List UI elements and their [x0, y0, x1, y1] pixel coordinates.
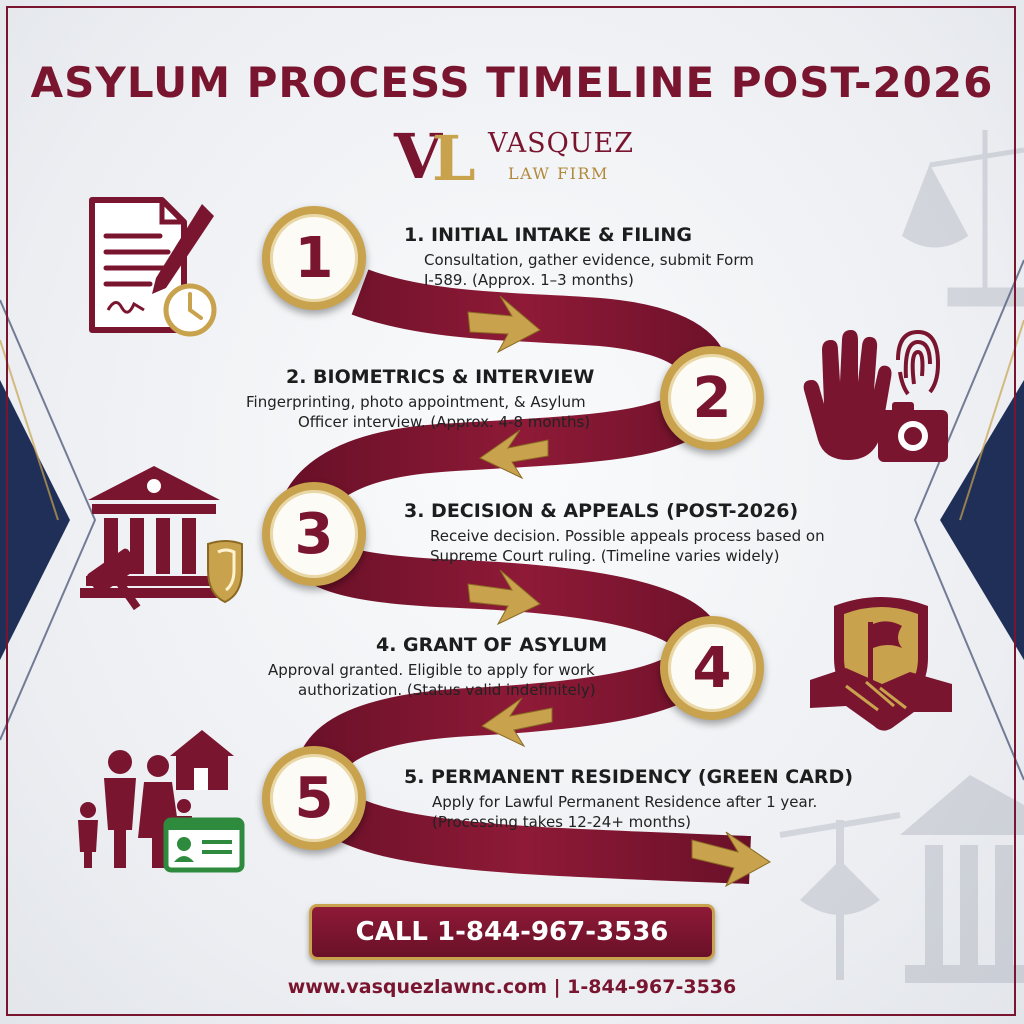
step-4-number-badge: 4: [660, 616, 764, 720]
svg-text:L: L: [432, 122, 476, 190]
page-border: [6, 6, 1016, 1016]
step-3-title: 3. DECISION & APPEALS (POST-2026): [404, 500, 799, 522]
step-5-desc-line-1: Apply for Lawful Permanent Residence aft…: [432, 793, 818, 811]
step-2-desc-line-1: Fingerprinting, photo appointment, & Asy…: [246, 393, 586, 411]
step-1-desc-line-2: I-589. (Approx. 1–3 months): [424, 271, 634, 289]
courthouse-gavel-shield-icon: [80, 466, 243, 610]
document-pen-clock-icon: [89, 197, 217, 337]
shield-flag-handshake-icon: [810, 597, 952, 731]
step-3-number-badge: 3: [262, 482, 366, 586]
brand-name: VASQUEZ: [488, 128, 635, 159]
arrow-left-2: [479, 429, 549, 480]
step-2-number-badge: 2: [660, 346, 764, 450]
step-3-desc-line-1: Receive decision. Possible appeals proce…: [430, 527, 825, 545]
page-title: ASYLUM PROCESS TIMELINE POST-2026: [30, 58, 994, 107]
vl-logo-monogram: V L: [393, 120, 476, 190]
step-4-desc-line-1: Approval granted. Eligible to apply for …: [268, 661, 595, 679]
brand-subtitle: LAW FIRM: [508, 164, 609, 183]
step-5-title: 5. PERMANENT RESIDENCY (GREEN CARD): [404, 766, 854, 788]
footer-contact[interactable]: www.vasquezlawnc.com | 1-844-967-3536: [287, 976, 737, 998]
svg-text:V: V: [393, 120, 443, 190]
step-2-desc-line-2: Officer interview. (Approx. 4-8 months): [298, 413, 591, 431]
arrow-left-4: [481, 697, 553, 748]
arrow-right-1: [467, 295, 541, 354]
step-4-title: 4. GRANT OF ASYLUM: [376, 634, 608, 656]
step-5-desc-line-2: (Processing takes 12-24+ months): [432, 813, 692, 831]
call-button[interactable]: CALL 1-844-967-3536: [309, 904, 715, 960]
arrow-right-3: [467, 569, 541, 626]
step-4-desc-line-2: authorization. (Status valid indefinitel…: [298, 681, 596, 699]
step-3-desc-line-2: Supreme Court ruling. (Timeline varies w…: [430, 547, 780, 565]
arrow-right-end: [691, 831, 771, 888]
step-2-title: 2. BIOMETRICS & INTERVIEW: [286, 366, 595, 388]
step-1-title: 1. INITIAL INTAKE & FILING: [404, 224, 692, 246]
family-house-green-card-icon: [78, 730, 245, 873]
hand-fingerprint-camera-icon: [803, 329, 948, 462]
step-1-number-badge: 1: [262, 206, 366, 310]
step-1-desc-line-1: Consultation, gather evidence, submit Fo…: [424, 251, 754, 269]
step-5-number-badge: 5: [262, 746, 366, 850]
